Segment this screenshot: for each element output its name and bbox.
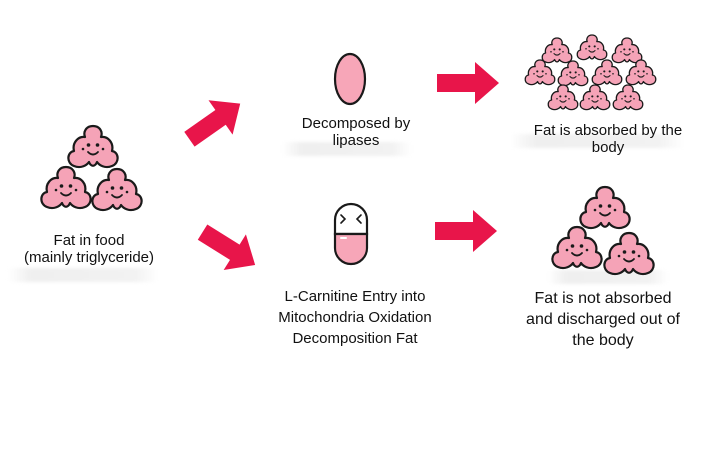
fat-molecule-icon [67,124,119,169]
fat-molecule-icon [591,59,623,86]
label-line: (mainly triglyceride) [23,249,155,266]
unabsorbed-fat-molecules [551,185,655,276]
label-line: Fat in food [53,232,125,249]
fat-absorbed-label: Fat is absorbed by the body [513,122,703,156]
label-reflection [510,134,685,148]
l-carnitine-capsule-icon [333,202,369,266]
label-line: Mitochondria Oxidation [278,309,432,326]
label-line: L-Carnitine Entry into [284,288,426,305]
fat-molecule-icon [611,37,643,64]
arrow-icon [437,62,499,104]
fat-in-food-molecules [40,124,143,212]
fat-molecule-icon [40,165,92,210]
label-line: the body [572,332,634,349]
fat-molecule-icon [557,60,589,87]
fat-molecule-icon [579,84,611,111]
label-line: Fat is absorbed by the [533,122,683,139]
fat-molecule-icon [551,225,603,270]
fat-molecule-icon [579,185,631,230]
label-line: Fat is not absorbed [534,290,672,307]
fat-molecule-icon [625,59,657,86]
label-reflection [282,142,412,156]
arrow-icon [191,214,267,283]
fat-molecule-icon [547,84,579,111]
fat-molecule-icon [603,231,655,276]
label-line: Decomposition Fat [292,330,418,347]
fat-molecule-icon [524,59,556,86]
arrow-icon [435,210,497,252]
label-line: lipases [332,132,380,149]
fat-molecule-icon [91,167,143,212]
decomposed-by-lipases-label: Decomposed by lipases [276,115,436,149]
label-line: Decomposed by [301,115,411,132]
label-line: body [591,139,625,156]
lipase-enzyme-icon [333,52,367,106]
fat-molecule-icon [541,37,573,64]
fat-in-food-label: Fat in food (mainly triglyceride) [4,232,174,266]
label-line: and discharged out of [526,311,680,328]
label-reflection [8,268,158,282]
arrow-icon [177,86,253,157]
l-carnitine-label: L-Carnitine Entry into Mitochondria Oxid… [255,286,455,349]
fat-not-absorbed-label: Fat is not absorbed and discharged out o… [503,288,703,351]
absorbed-fat-molecules [524,34,657,111]
fat-molecule-icon [576,34,608,61]
fat-molecule-icon [612,84,644,111]
